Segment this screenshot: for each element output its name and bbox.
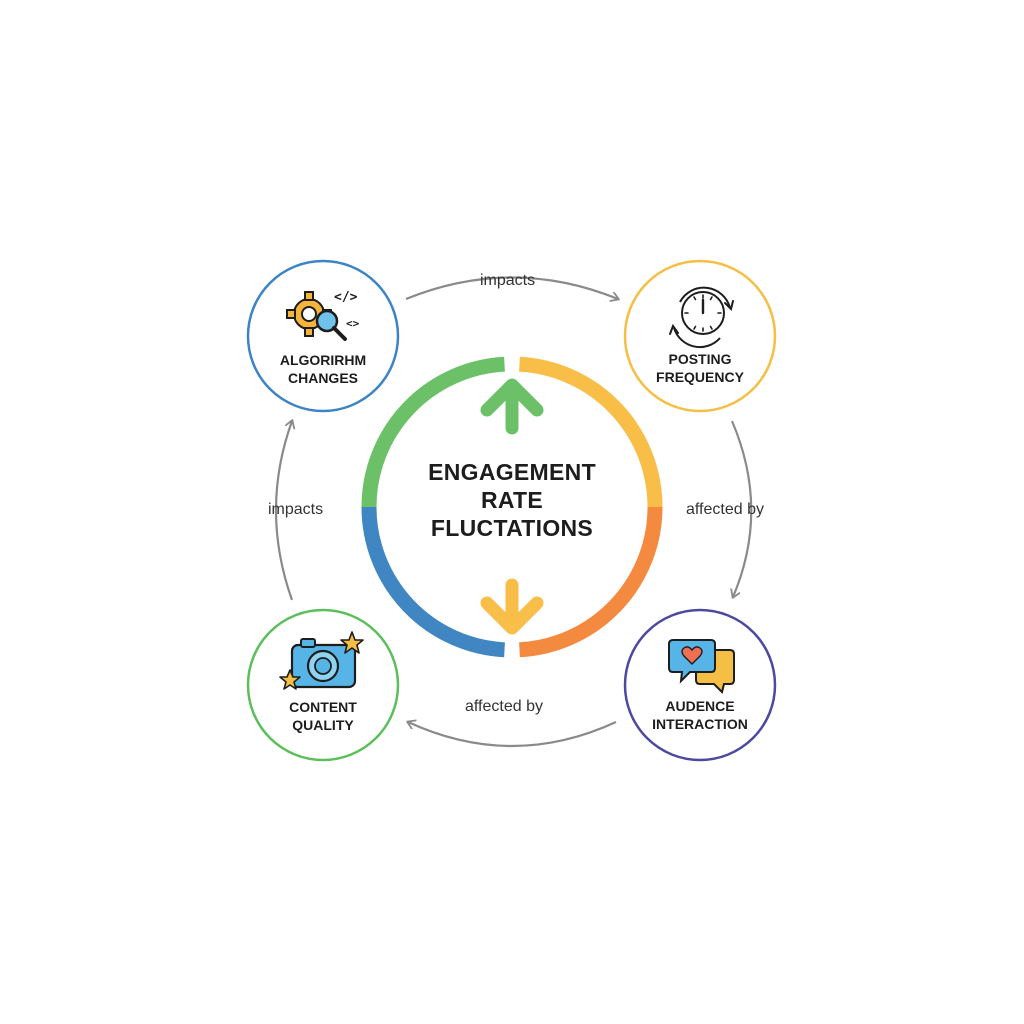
ring-segment-top-right bbox=[519, 356, 663, 508]
svg-text:<>: <> bbox=[346, 317, 360, 330]
edge-bottom-label: affected by bbox=[465, 698, 543, 715]
edge-bottom-arc bbox=[408, 722, 617, 747]
node-posting-label: POSTING FREQUENCY bbox=[656, 351, 744, 385]
node-algorithm-circle bbox=[246, 259, 400, 413]
center-title: ENGAGEMENT RATE FLUCTATIONS bbox=[392, 458, 632, 542]
chat-heart-icon bbox=[668, 639, 735, 694]
center-title-line-1: ENGAGEMENT bbox=[428, 459, 596, 485]
node-content-label: CONTENT QUALITY bbox=[289, 699, 357, 733]
down-arrow-icon bbox=[480, 578, 544, 635]
engagement-ring bbox=[361, 356, 663, 658]
node-audience-label: AUDENCE INTERACTION bbox=[652, 698, 748, 732]
ring-segment-bottom-left bbox=[361, 506, 505, 658]
clock-cycle-icon bbox=[669, 286, 734, 349]
svg-text:</>: </> bbox=[334, 290, 358, 305]
node-algorithm-label: ALGORIRHM CHANGES bbox=[279, 352, 367, 386]
edge-right-label: affected by bbox=[686, 501, 764, 518]
center-title-line-2: RATE bbox=[480, 487, 544, 513]
edge-left-label: impacts bbox=[268, 501, 324, 518]
ring-segment-bottom-right bbox=[519, 506, 663, 658]
edge-right-arc bbox=[732, 420, 753, 597]
node-posting-circle bbox=[623, 259, 777, 413]
camera-stars-icon bbox=[279, 631, 364, 690]
ring-segment-top-left bbox=[361, 356, 505, 508]
edge-top-arc bbox=[405, 276, 618, 300]
center-title-line-3: FLUCTATIONS bbox=[430, 515, 594, 541]
up-arrow-icon bbox=[480, 378, 544, 435]
edge-left-arc bbox=[274, 421, 292, 601]
gear-magnifier-code-icon: </> <> bbox=[286, 290, 360, 341]
edge-top-label: impacts bbox=[480, 272, 536, 289]
